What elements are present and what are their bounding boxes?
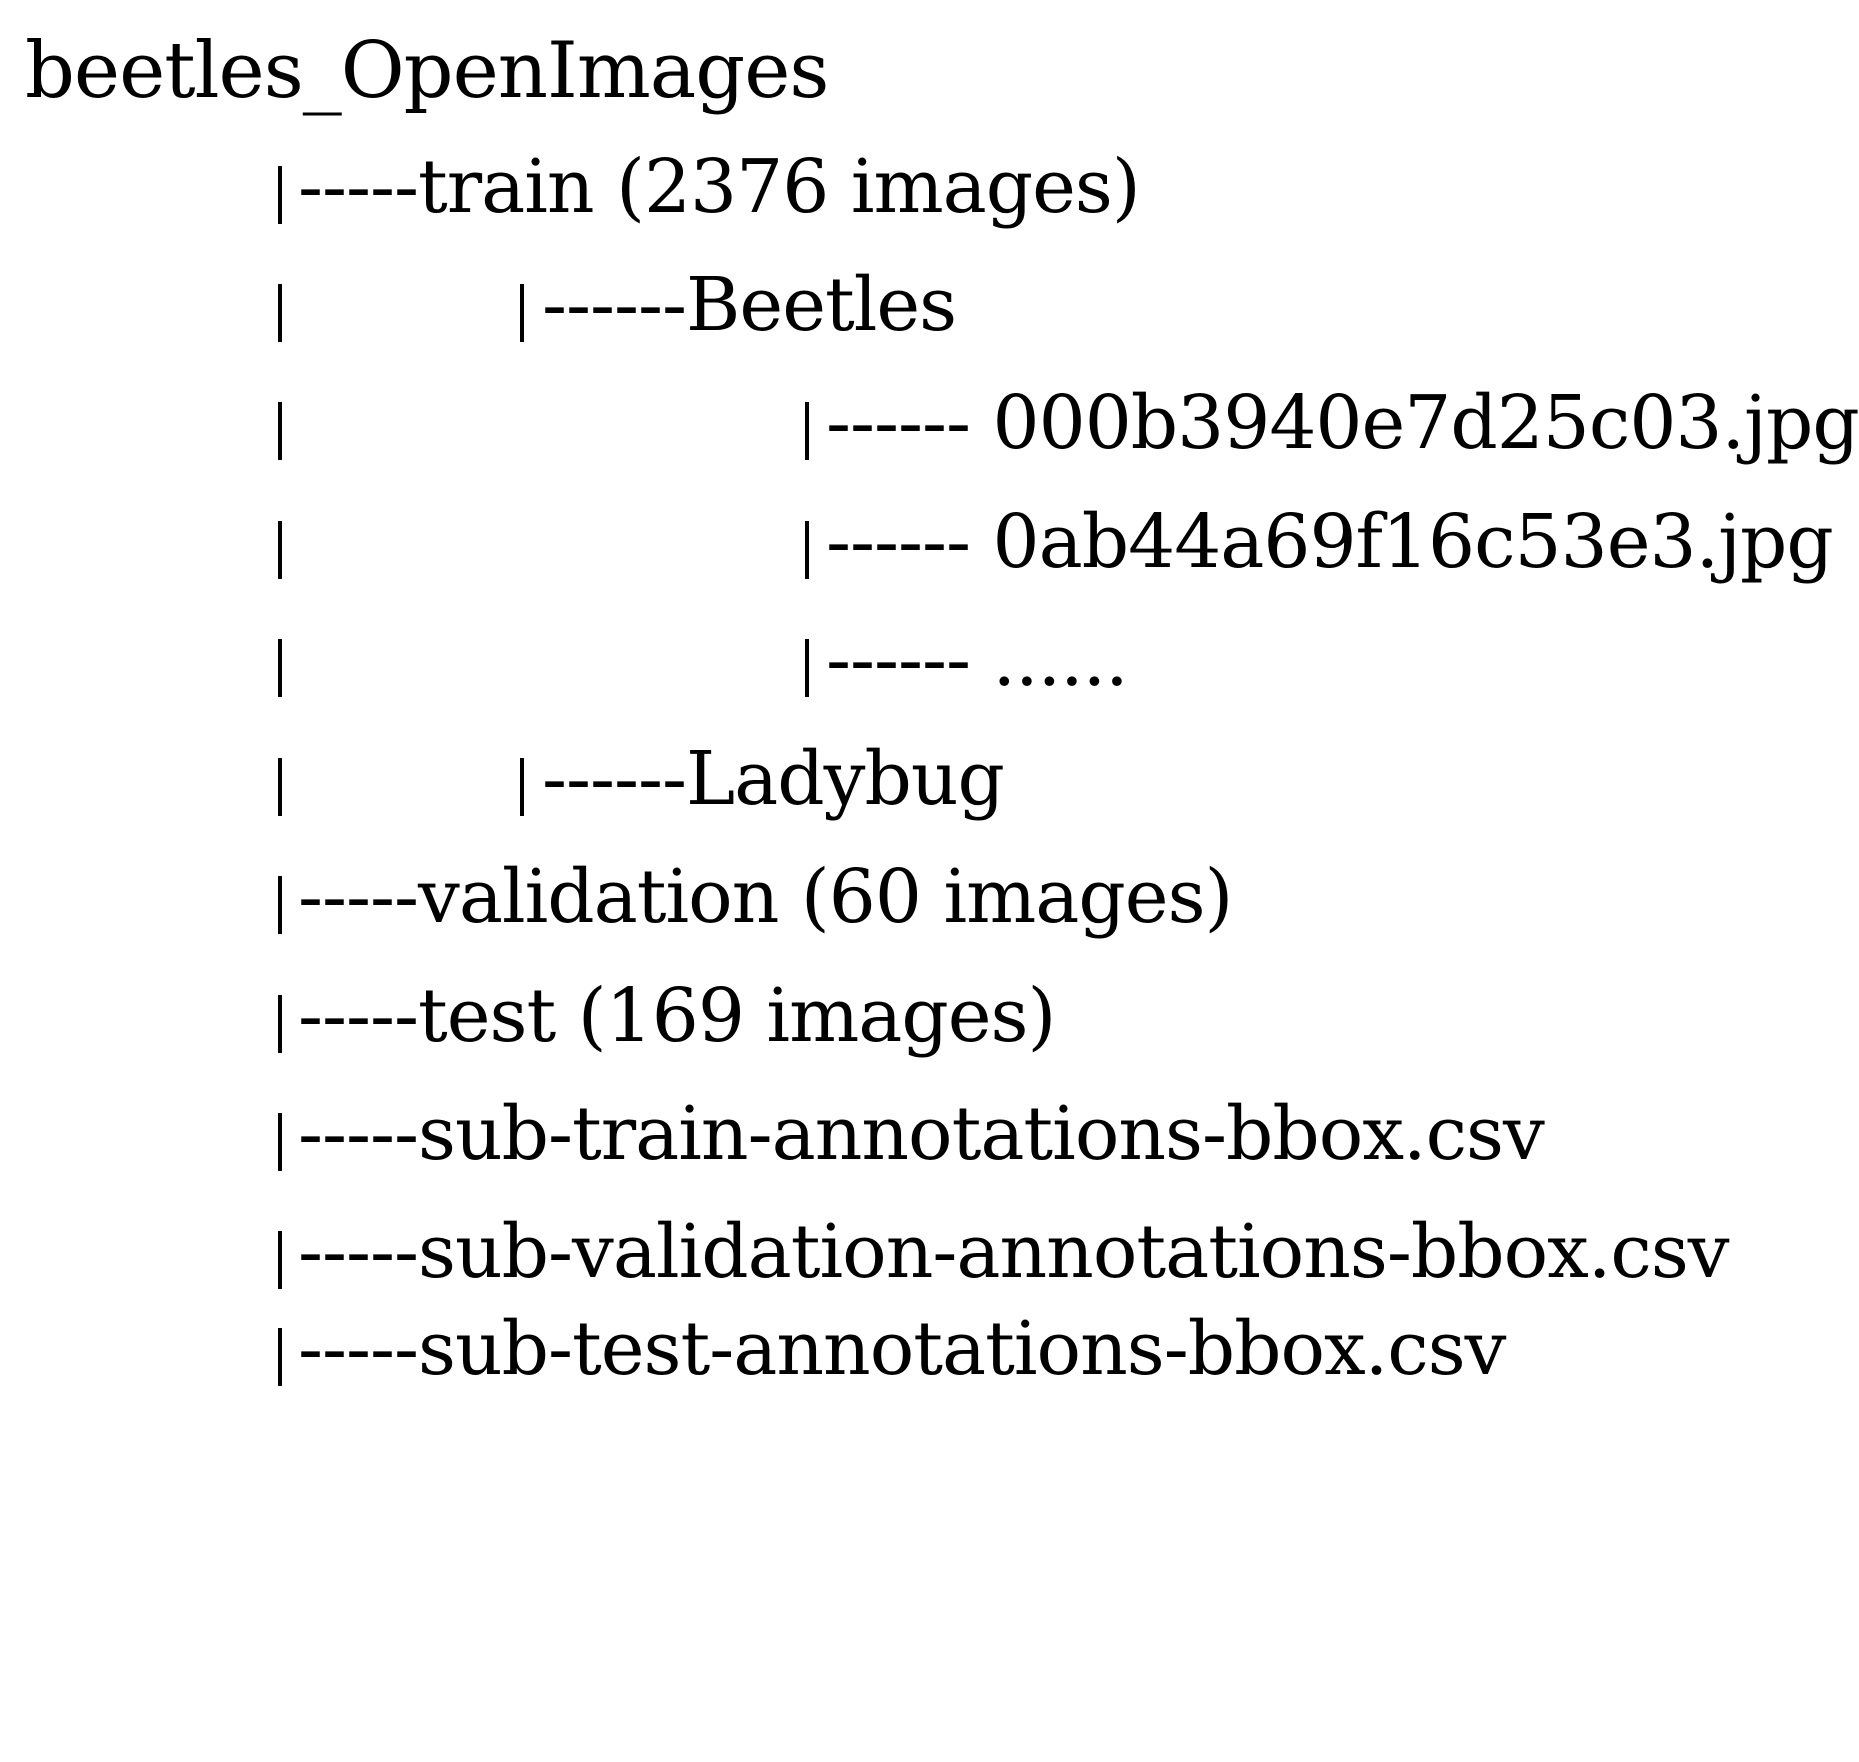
tree-row-beetles: ------Beetles — [0, 246, 1817, 364]
csv-file-label: -----sub-test-annotations-bbox.csv — [298, 1306, 1506, 1392]
tree-connector — [278, 521, 282, 579]
image-file-label: ------ 0ab44a69f16c53e3.jpg — [826, 499, 1834, 585]
tree-connector — [278, 402, 282, 460]
tree-connector — [805, 521, 809, 579]
tree-row-train: -----train (2376 images) — [0, 128, 1817, 246]
image-file-label: ------ 000b3940e7d25c03.jpg — [826, 380, 1859, 466]
tree-row-validation: -----validation (60 images) — [0, 838, 1817, 956]
tree-connector — [278, 284, 282, 342]
tree-row-csv-test: -----sub-test-annotations-bbox.csv — [0, 1290, 1817, 1408]
tree-connector — [278, 1231, 282, 1289]
tree-row-root: beetles_OpenImages — [0, 12, 1817, 130]
train-folder-label: -----train (2376 images) — [298, 144, 1141, 230]
beetles-folder-label: ------Beetles — [542, 262, 957, 348]
tree-connector — [278, 876, 282, 934]
more-files-label: ------ ...... — [826, 617, 1129, 703]
tree-row-file-more: ------ ...... — [0, 601, 1817, 719]
tree-connector — [520, 284, 524, 342]
test-folder-label: -----test (169 images) — [298, 973, 1056, 1059]
tree-connector — [278, 639, 282, 697]
tree-connector — [278, 758, 282, 816]
tree-row-csv-train: -----sub-train-annotations-bbox.csv — [0, 1075, 1817, 1193]
directory-tree: beetles_OpenImages -----train (2376 imag… — [0, 12, 1859, 1408]
tree-connector — [805, 402, 809, 460]
csv-file-label: -----sub-validation-annotations-bbox.csv — [298, 1209, 1730, 1295]
tree-connector — [805, 639, 809, 697]
tree-row-file-1: ------ 000b3940e7d25c03.jpg — [0, 364, 1859, 482]
tree-connector — [278, 166, 282, 224]
tree-row-csv-validation: -----sub-validation-annotations-bbox.csv — [0, 1193, 1817, 1311]
root-folder-label: beetles_OpenImages — [25, 26, 829, 116]
ladybug-folder-label: ------Ladybug — [542, 736, 1005, 822]
tree-connector — [520, 758, 524, 816]
validation-folder-label: -----validation (60 images) — [298, 854, 1233, 940]
tree-connector — [278, 995, 282, 1053]
tree-connector — [278, 1113, 282, 1171]
tree-row-ladybug: ------Ladybug — [0, 720, 1817, 838]
csv-file-label: -----sub-train-annotations-bbox.csv — [298, 1091, 1545, 1177]
tree-row-test: -----test (169 images) — [0, 957, 1817, 1075]
tree-row-file-2: ------ 0ab44a69f16c53e3.jpg — [0, 483, 1834, 601]
tree-connector — [278, 1328, 282, 1386]
